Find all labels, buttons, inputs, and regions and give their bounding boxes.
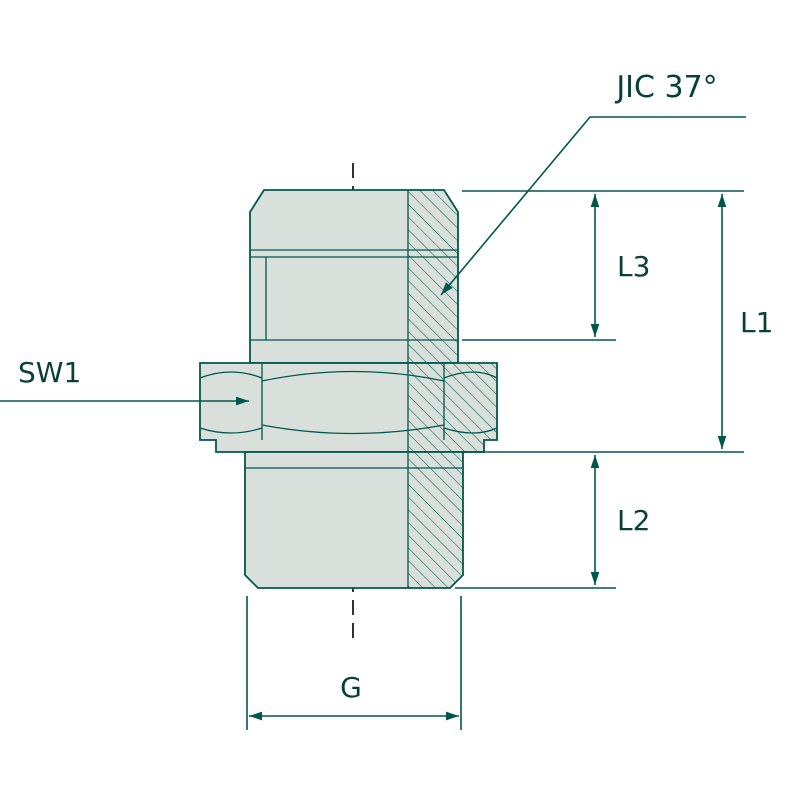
hex-arc-top-left <box>199 371 263 379</box>
label-l2: L2 <box>617 504 650 537</box>
label-jic-37: JIC 37° <box>614 70 717 105</box>
section-hatching <box>408 190 497 588</box>
label-l1: L1 <box>740 306 773 339</box>
hex-arc-bottom-right <box>443 427 498 434</box>
hex-arc-top-center <box>261 370 445 382</box>
leader-line-jic <box>440 116 746 296</box>
label-sw1: SW1 <box>18 356 81 389</box>
hex-arc-bottom-center <box>261 424 445 435</box>
label-l3: L3 <box>617 250 650 283</box>
hex-arc-top-right <box>443 371 498 379</box>
hex-arc-bottom-left <box>199 427 263 434</box>
label-g: G <box>340 671 362 704</box>
